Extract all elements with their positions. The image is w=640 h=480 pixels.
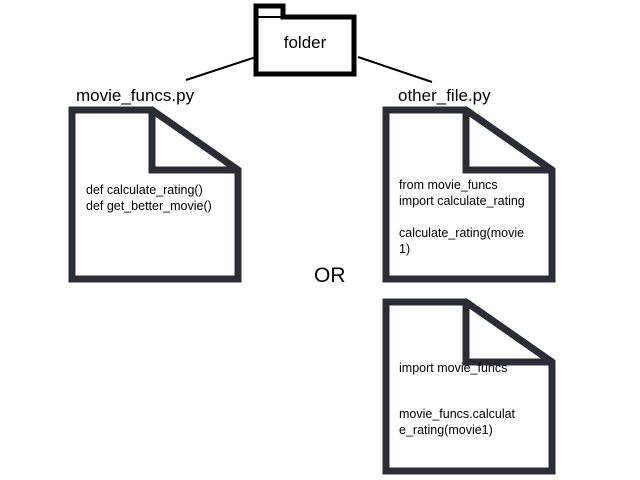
code-spacer bbox=[399, 376, 515, 406]
or-separator: OR bbox=[314, 264, 346, 287]
code-block-movie-funcs: def calculate_rating() def get_better_mo… bbox=[86, 182, 212, 214]
code-line: import movie_funcs bbox=[399, 361, 508, 375]
document-icon-movie-funcs bbox=[68, 106, 242, 283]
code-line: import calculate_rating bbox=[399, 194, 525, 208]
code-line: from movie_funcs bbox=[399, 178, 498, 192]
file-title-other-file: other_file.py bbox=[398, 86, 491, 105]
folder-label: folder bbox=[283, 33, 327, 52]
connector-line-left bbox=[185, 56, 257, 81]
code-block-other-file-a: from movie_funcs import calculate_rating… bbox=[399, 177, 525, 257]
code-block-other-file-b: import movie_funcs movie_funcs.calculat … bbox=[399, 360, 515, 438]
code-line: e_rating(movie1) bbox=[399, 423, 493, 437]
document-icon-other-file-b bbox=[382, 298, 556, 475]
code-line: def get_better_movie() bbox=[86, 199, 212, 213]
code-line: calculate_rating(movie bbox=[399, 226, 525, 240]
file-title-movie-funcs: movie_funcs.py bbox=[76, 86, 195, 105]
code-line: 1) bbox=[399, 242, 411, 256]
document-icon-other-file-a bbox=[382, 106, 556, 283]
code-line: movie_funcs.calculat bbox=[399, 407, 516, 421]
connector-line-right bbox=[357, 56, 433, 83]
code-line: def calculate_rating() bbox=[86, 183, 203, 197]
code-spacer bbox=[399, 209, 525, 225]
